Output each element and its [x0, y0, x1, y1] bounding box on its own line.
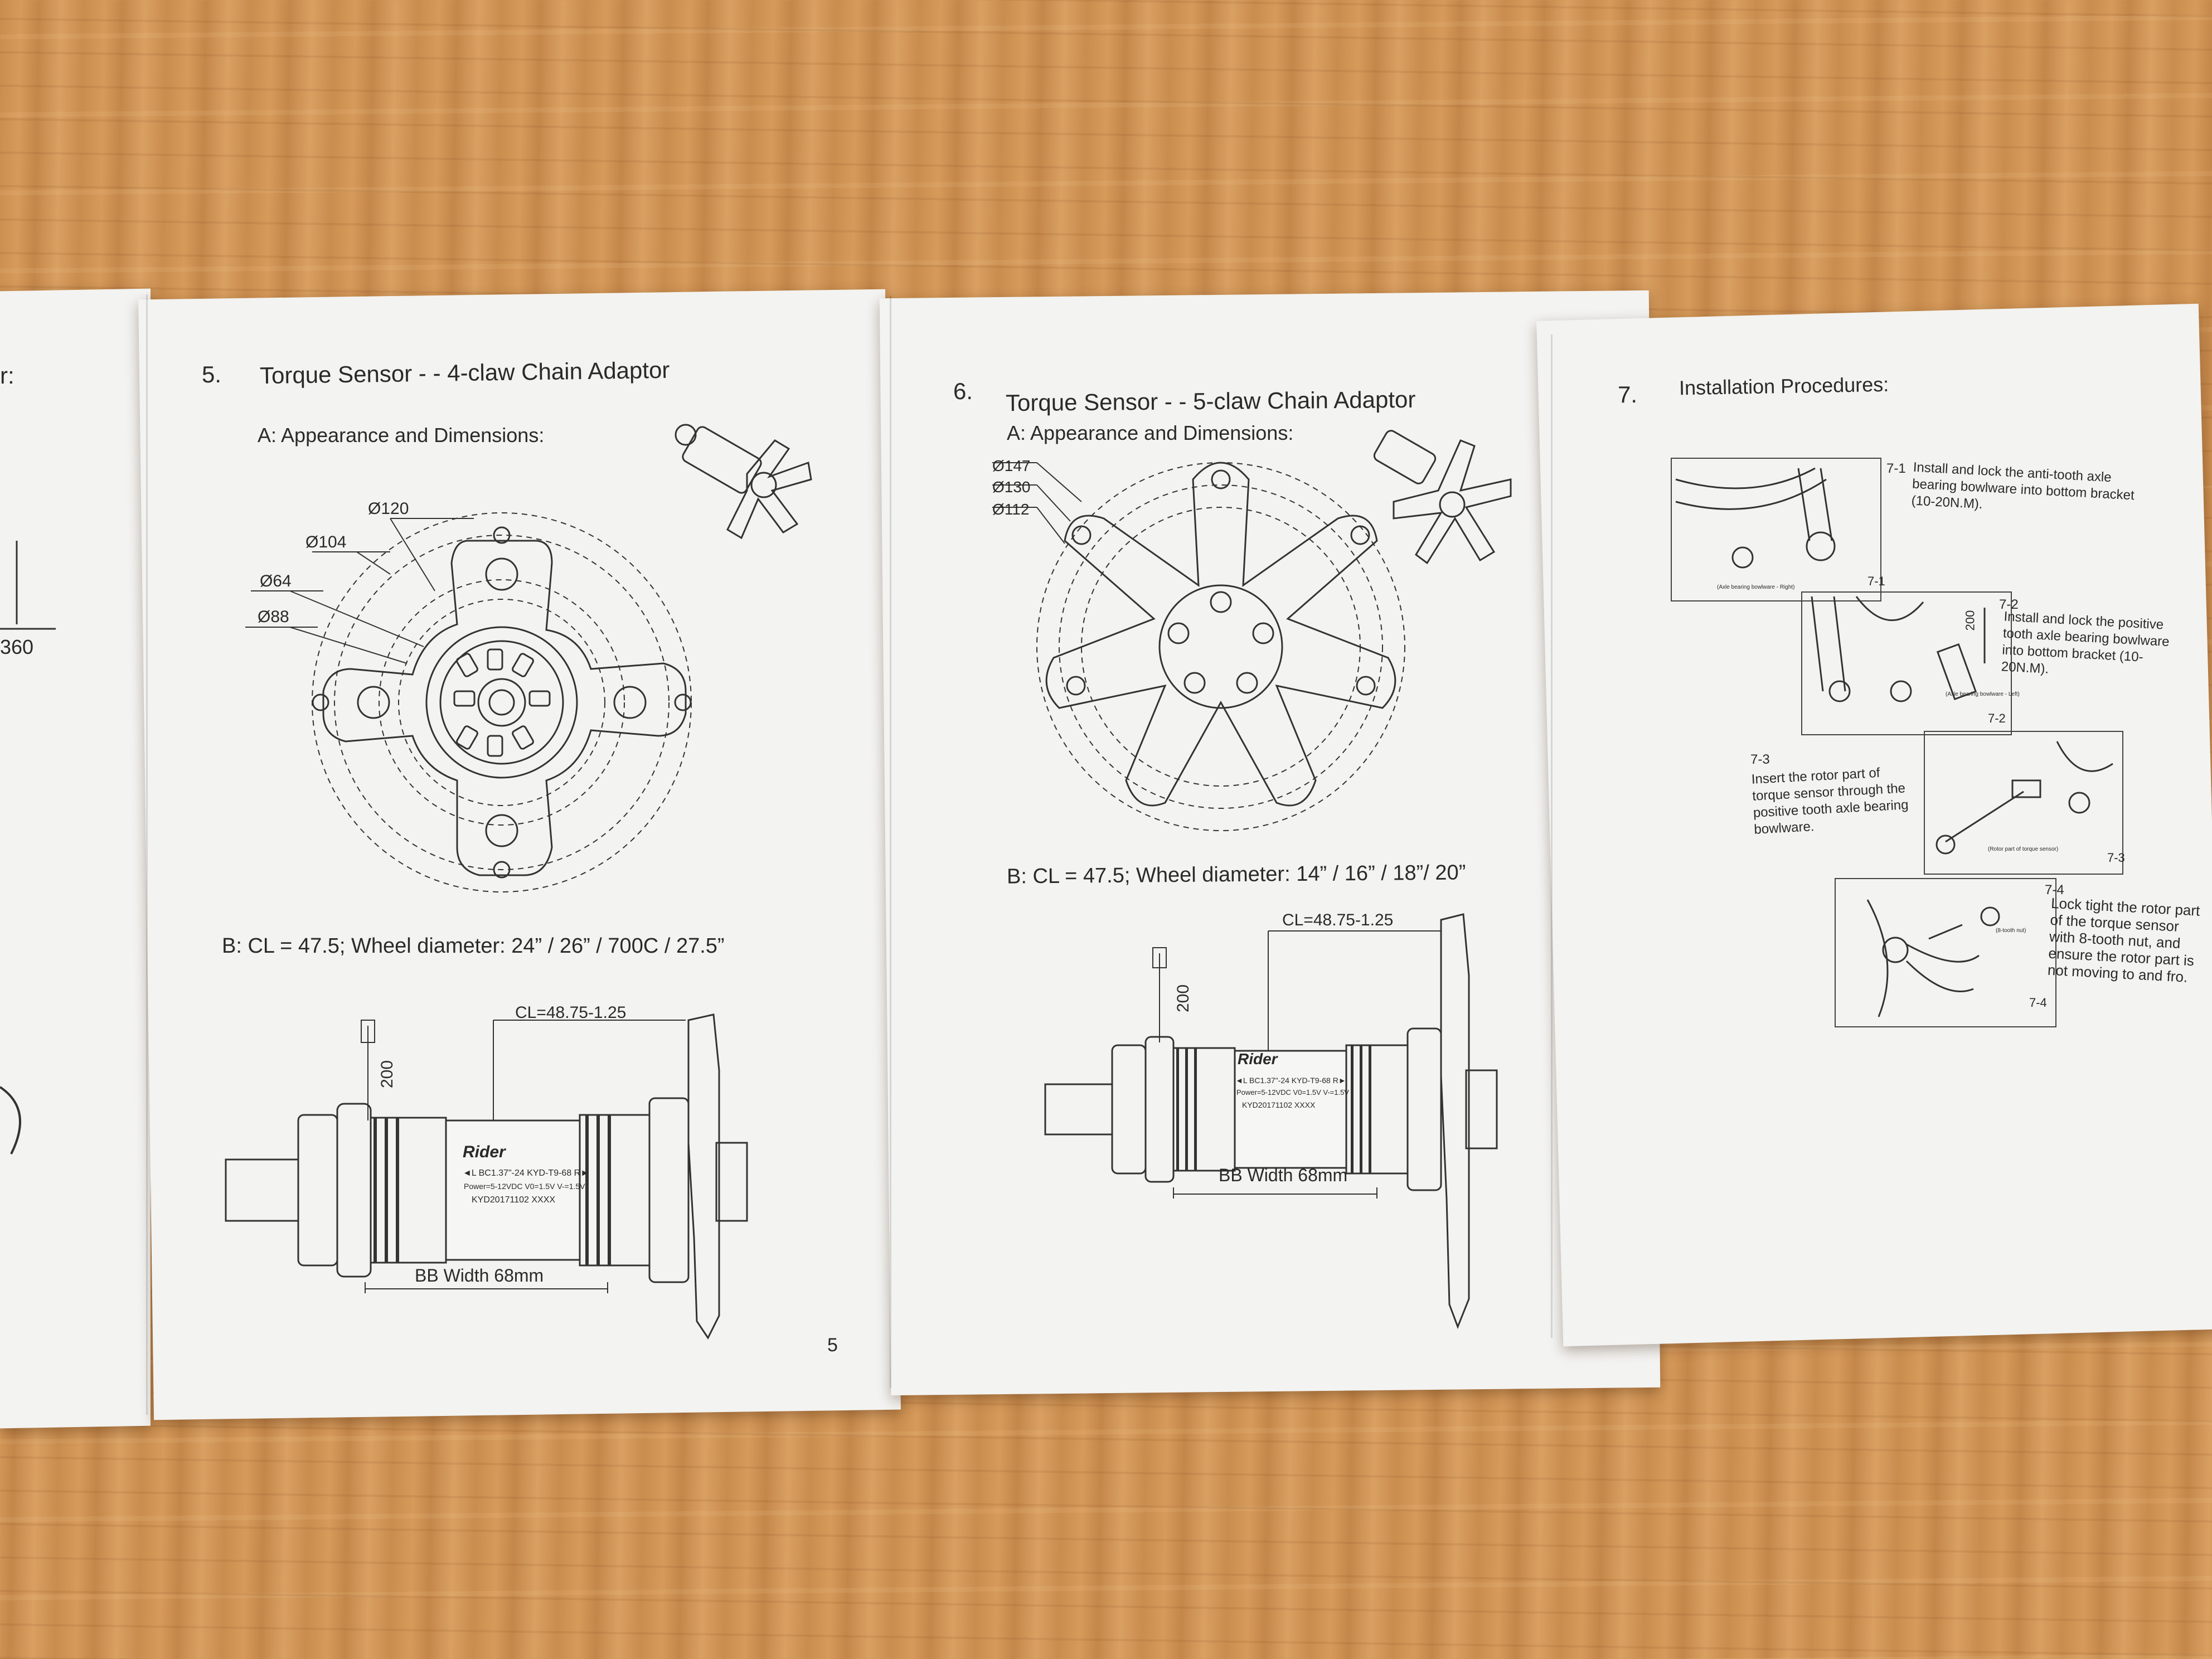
step-7-3-caption: (Rotor part of torque sensor) [1988, 846, 2059, 852]
step-7-1-id: 7-1 [1886, 461, 1906, 476]
section-6-brand-logo: Rider [1238, 1050, 1278, 1068]
step-7-4-caption: (8-tooth nut) [1996, 928, 2026, 934]
section-6-appearance-heading: A: Appearance and Dimensions: [1007, 421, 1294, 444]
step-7-4-id: 7-4 [2045, 882, 2064, 898]
section-5-bb-width: BB Width 68mm [415, 1265, 544, 1286]
four-claw-adaptor-isometric [663, 407, 847, 552]
five-claw-adaptor-drawing [1026, 424, 1416, 825]
four-claw-adaptor-drawing [290, 502, 714, 903]
step-7-2-caption: (Axle bearing bowlware - Left) [1946, 691, 2020, 697]
five-claw-adaptor-isometric [1371, 429, 1516, 574]
section-5-number: 5. [202, 361, 222, 387]
partial-drawing [0, 535, 67, 1182]
section-6-label-line-3: KYD20171102 XXXX [1242, 1100, 1316, 1109]
page-fold-middle [890, 295, 891, 1388]
partial-dimension-number: 360 [0, 636, 34, 658]
step-7-2-fig-label: 7-2 [1988, 711, 2006, 725]
step-7-4-figure [1834, 877, 2057, 1028]
section-5-appearance-heading: A: Appearance and Dimensions: [258, 424, 545, 447]
section-6-label-line-1: ◄L BC1.37"-24 KYD-T9-68 R► [1235, 1076, 1346, 1085]
section-5-label-line-1: ◄L BC1.37"-24 KYD-T9-68 R► [463, 1168, 590, 1178]
dim-112: Ø112 [992, 501, 1030, 518]
section-5-wheel-heading: B: CL = 47.5; Wheel diameter: 24” / 26” … [222, 934, 725, 958]
section-5-title: Torque Sensor - - 4-claw Chain Adaptor [259, 356, 670, 389]
section-7-title: Installation Procedures: [1679, 372, 1889, 400]
step-7-3-fig-label: 7-3 [2107, 851, 2125, 865]
section-6-title: Torque Sensor - - 5-claw Chain Adaptor [1005, 386, 1416, 416]
section-6-cl-label: CL=48.75-1.25 [1282, 911, 1394, 929]
section-5-brand-logo: Rider [463, 1143, 506, 1161]
dim-130: Ø130 [992, 478, 1031, 496]
dim-147: Ø147 [992, 457, 1031, 474]
dim-64: Ø64 [260, 572, 292, 590]
step-7-4-fig-label: 7-4 [2029, 996, 2047, 1010]
page-fold-right [1551, 334, 1553, 1338]
section-7-number: 7. [1618, 381, 1638, 408]
step-7-2-id: 7-2 [1999, 597, 2019, 612]
section-5-cable-length: 200 [378, 1060, 397, 1089]
step-7-1-caption: (Axle bearing bowlware - Right) [1717, 584, 1795, 590]
step-7-2-figure [1801, 591, 2012, 736]
step-7-3-id: 7-3 [1750, 752, 1770, 767]
step-7-3-figure [1923, 730, 2124, 875]
page-number-5: 5 [827, 1335, 838, 1356]
section-6-wheel-heading: B: CL = 47.5; Wheel diameter: 14” / 16” … [1006, 861, 1466, 889]
step-7-2-text: Install and lock the positive tooth axle… [2001, 609, 2170, 677]
section-6-label-line-2: Power=5-12VDC V0=1.5V V-=1.5V [1236, 1088, 1349, 1097]
section-5-label-line-2: Power=5-12VDC V0=1.5V V-=1.5V [464, 1182, 585, 1191]
section-5-side-view [223, 1003, 747, 1338]
dim-104: Ø104 [305, 533, 347, 551]
dim-120: Ø120 [368, 499, 409, 518]
section-6-number: 6. [953, 378, 973, 404]
step-7-3-text: Insert the rotor part of torque sensor t… [1751, 765, 1909, 837]
section-5-label-line-3: KYD20171102 XXXX [472, 1195, 556, 1205]
dim-88: Ø88 [258, 608, 289, 626]
step-7-4-text: Lock tight the rotor part of the torque … [2047, 894, 2201, 986]
step-7-1-figure [1670, 457, 1882, 602]
section-6-cable-length: 200 [1174, 984, 1193, 1013]
section-5-cl-label: CL=48.75-1.25 [515, 1003, 627, 1022]
section-6-side-view [1042, 909, 1516, 1332]
partial-heading-chars: r: [0, 362, 14, 389]
section-6-bb-width: BB Width 68mm [1219, 1165, 1348, 1185]
page-fold-left [146, 294, 148, 1415]
step-7-1-fig-label: 7-1 [1867, 574, 1885, 588]
step-7-2-cable: 200 [1963, 610, 1977, 631]
